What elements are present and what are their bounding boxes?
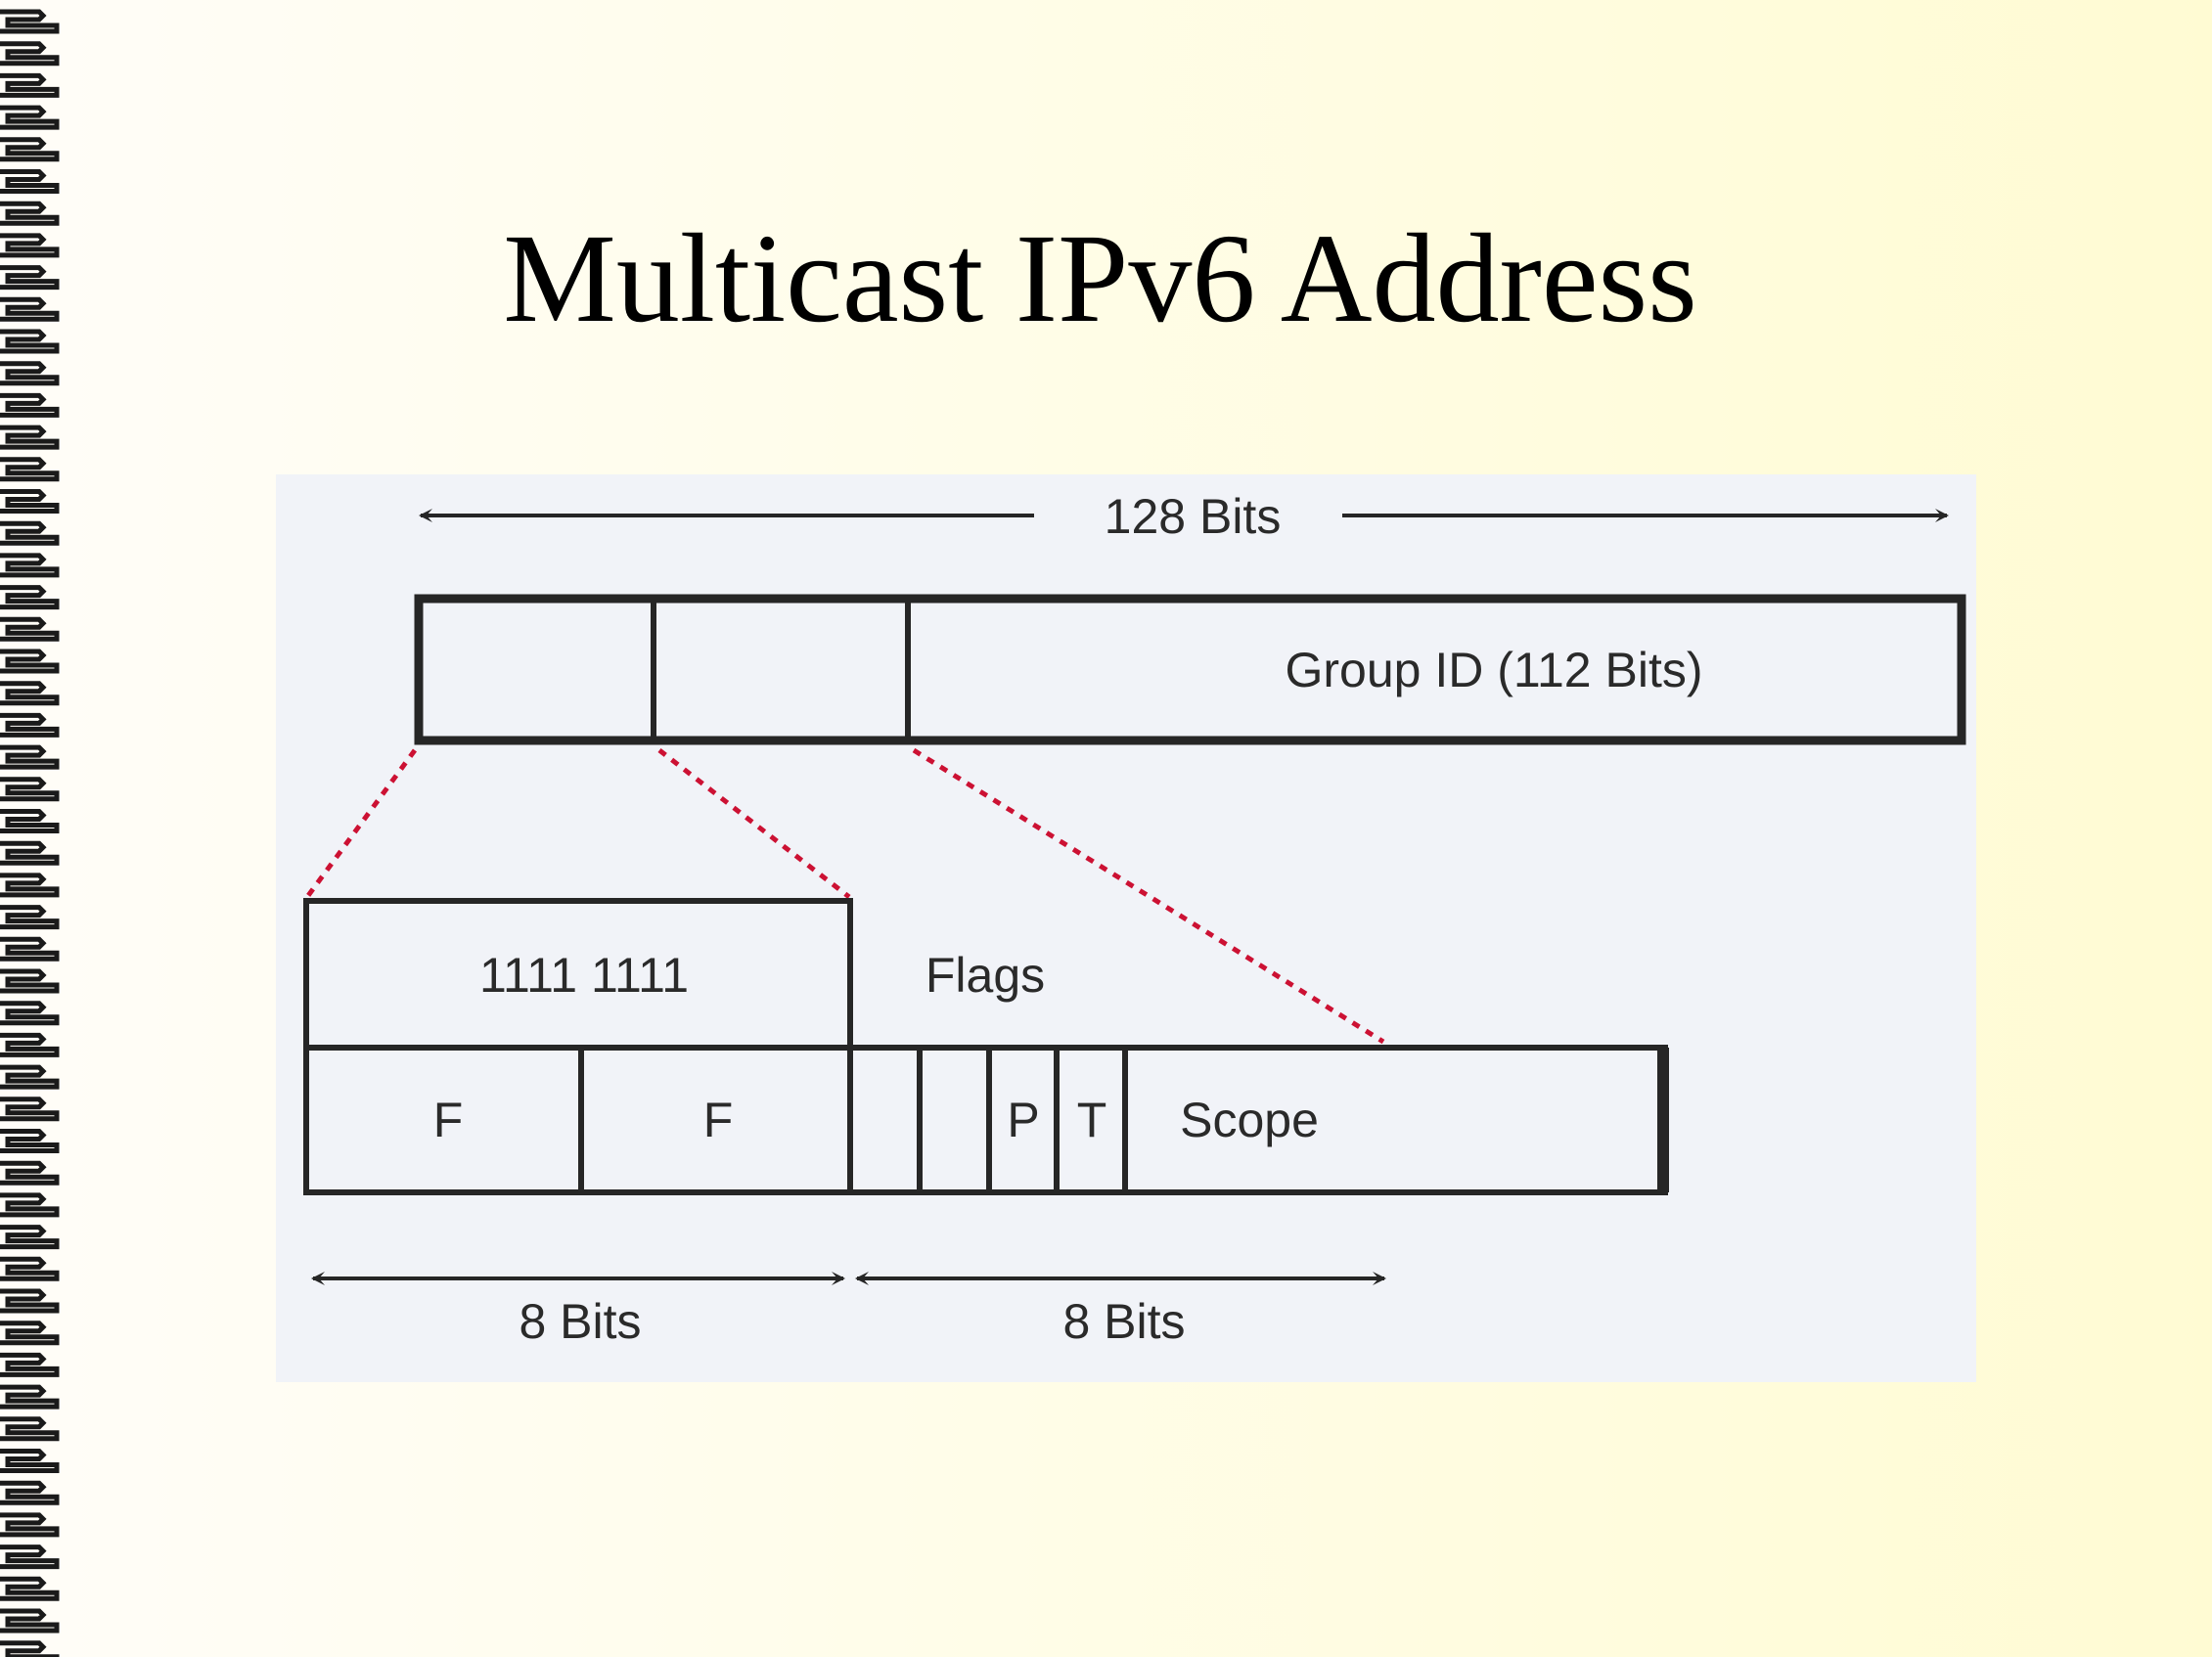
spiral-ring — [0, 105, 60, 130]
spiral-ring — [0, 329, 60, 354]
spiral-ring — [0, 137, 60, 162]
spiral-ring — [0, 296, 60, 322]
spiral-ring — [0, 1001, 60, 1026]
spiral-ring — [0, 233, 60, 258]
spiral-ring — [0, 1256, 60, 1281]
spiral-ring — [0, 905, 60, 930]
spiral-ring — [0, 1064, 60, 1090]
prefix-nibble-1: F — [433, 1093, 464, 1147]
spiral-ring — [0, 1288, 60, 1314]
ipv6-multicast-diagram: 128 Bits Group ID (112 Bits) 1111 1111 F… — [276, 474, 1976, 1382]
flag-bit-p: P — [1007, 1093, 1039, 1147]
spiral-ring — [0, 457, 60, 482]
total-length-label: 128 Bits — [1105, 489, 1282, 544]
spiral-ring — [0, 585, 60, 610]
address-outline — [414, 594, 1966, 745]
spiral-ring — [0, 1640, 60, 1657]
scope-label: Scope — [1180, 1093, 1319, 1147]
spiral-ring — [0, 777, 60, 802]
zoom-line-left — [304, 748, 418, 899]
spiral-ring — [0, 1512, 60, 1538]
spiral-ring — [0, 361, 60, 386]
spiral-ring — [0, 1384, 60, 1410]
spiral-ring — [0, 1129, 60, 1153]
spiral-ring — [0, 425, 60, 450]
spiral-ring — [0, 936, 60, 962]
spiral-ring — [0, 489, 60, 514]
spiral-ring — [0, 1480, 60, 1505]
prefix-length-label: 8 Bits — [519, 1294, 641, 1349]
address-box: Group ID (112 Bits) — [414, 594, 1966, 745]
spiral-ring — [0, 1608, 60, 1634]
slide-title: Multicast IPv6 Address — [503, 208, 1697, 349]
spiral-ring — [0, 616, 60, 642]
spiral-ring — [0, 873, 60, 898]
flags-scope-length-arrow: 8 Bits — [855, 1272, 1386, 1349]
spiral-ring — [0, 1160, 60, 1186]
spiral-ring — [0, 553, 60, 578]
flags-scope-length-label: 8 Bits — [1062, 1294, 1185, 1349]
zoom-line-right — [912, 747, 1385, 1045]
field-row: F F P T Scope — [303, 1045, 1669, 1195]
spiral-ring — [0, 1192, 60, 1218]
zoom-line-middle — [657, 748, 851, 899]
spiral-ring — [0, 392, 60, 418]
spiral-ring — [0, 1449, 60, 1473]
spiral-ring — [0, 1032, 60, 1057]
spiral-ring — [0, 681, 60, 706]
prefix-bits-label: 1111 1111 — [479, 948, 689, 1003]
flag-bit-t: T — [1077, 1093, 1107, 1147]
spiral-ring — [0, 649, 60, 674]
spiral-ring — [0, 265, 60, 291]
spiral-ring — [0, 1416, 60, 1442]
spiral-ring — [0, 1225, 60, 1250]
spiral-ring — [0, 1097, 60, 1122]
prefix-box: 1111 1111 — [303, 898, 853, 1051]
group-id-label: Group ID (112 Bits) — [1285, 643, 1702, 697]
spiral-ring — [0, 1545, 60, 1570]
spiral-ring — [0, 968, 60, 994]
spiral-ring — [0, 9, 60, 34]
spiral-ring — [0, 201, 60, 226]
prefix-length-arrow: 8 Bits — [311, 1272, 845, 1349]
spiral-ring — [0, 744, 60, 770]
prefix-nibble-2: F — [703, 1093, 734, 1147]
spiral-ring — [0, 712, 60, 738]
spiral-ring — [0, 809, 60, 833]
spiral-ring — [0, 520, 60, 546]
spiral-ring — [0, 1321, 60, 1346]
spiral-ring — [0, 1352, 60, 1377]
spiral-ring — [0, 1576, 60, 1601]
flags-label: Flags — [925, 948, 1045, 1003]
spiral-binding — [0, 9, 60, 1657]
total-length-arrow: 128 Bits — [419, 489, 1949, 544]
spiral-ring — [0, 169, 60, 194]
spiral-ring — [0, 41, 60, 67]
zoom-lines — [304, 747, 1385, 1045]
spiral-ring — [0, 840, 60, 866]
spiral-ring — [0, 72, 60, 98]
diagram-canvas: 128 Bits Group ID (112 Bits) 1111 1111 F… — [303, 489, 1966, 1349]
